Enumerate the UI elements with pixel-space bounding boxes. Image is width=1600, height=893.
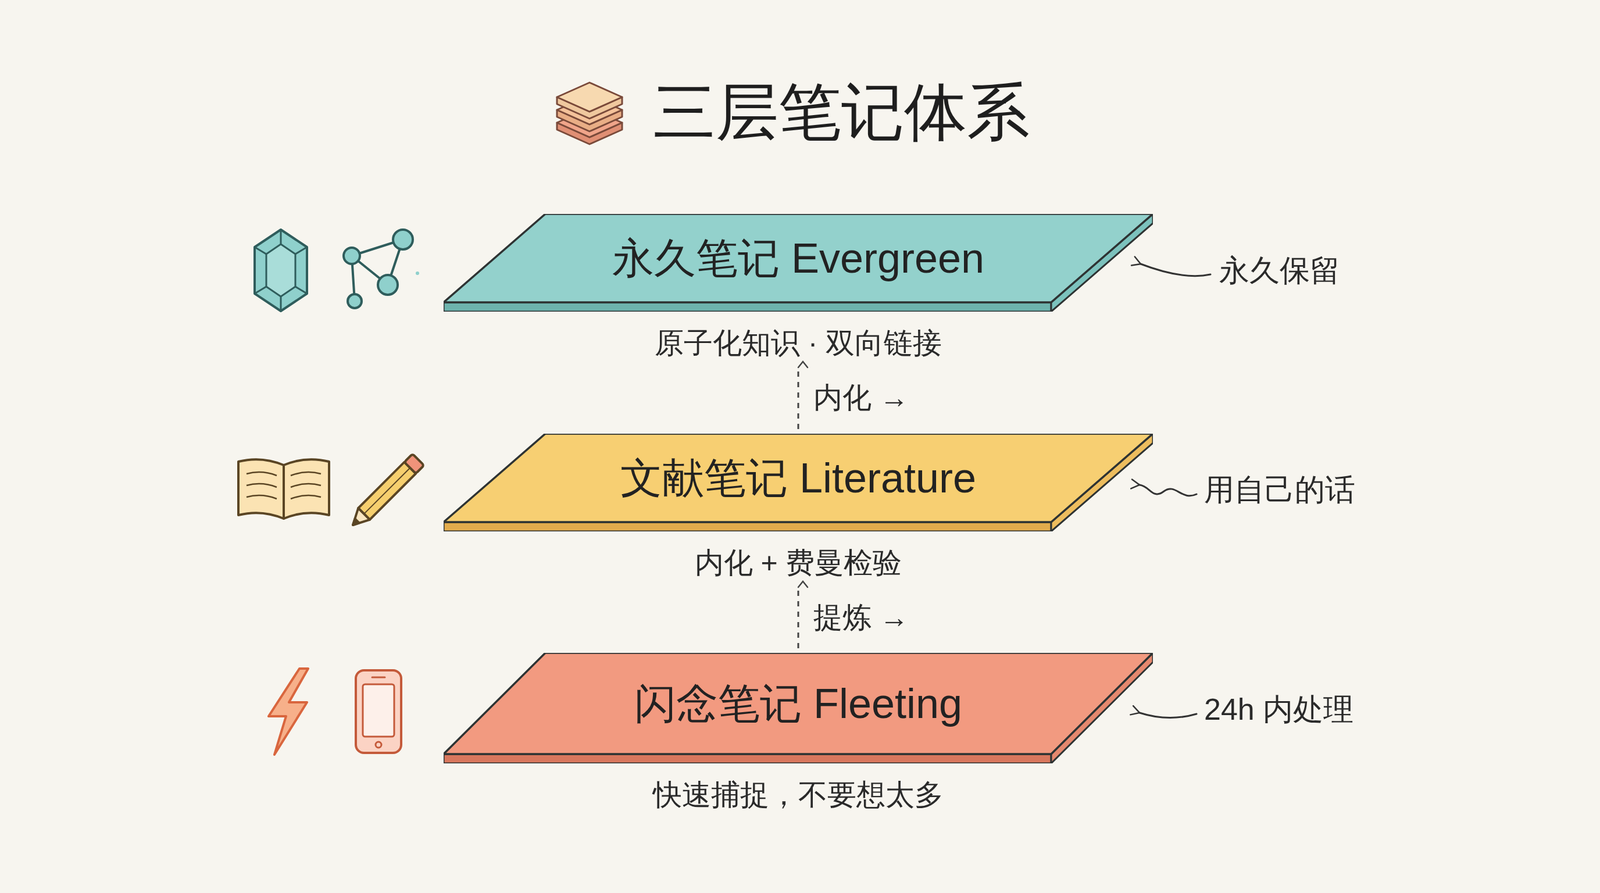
gem-icon [254, 229, 307, 312]
leader-line [1139, 712, 1197, 719]
layer-title: 文献笔记 Literature [443, 433, 1153, 503]
phone-icon [355, 670, 402, 753]
diagram-title: 三层笔记体系 [652, 74, 1030, 150]
leader-line [1140, 263, 1211, 277]
band-top [443, 213, 1153, 303]
edge-label: 内化 → [811, 380, 912, 416]
band-front [443, 754, 1052, 764]
leader-line [1139, 484, 1197, 496]
network-icon [343, 229, 420, 309]
band-front [443, 302, 1052, 312]
layer-caption: 内化 + 费曼检验 [443, 545, 1153, 581]
band-shape: 文献笔记 Literature [443, 433, 1153, 532]
layer-caption: 快速捕捉，不要想太多 [443, 777, 1153, 813]
lightning-icon [268, 668, 309, 755]
note-layer-band: 文献笔记 Literature 内化 + 费曼检验 [443, 433, 1153, 581]
band-front [443, 522, 1052, 532]
book-icon [238, 459, 330, 519]
band-top [443, 433, 1153, 523]
band-top [443, 652, 1153, 755]
note-layer-band: 闪念笔记 Fleeting 快速捕捉，不要想太多 [443, 652, 1153, 813]
side-note: 用自己的话 [1204, 471, 1356, 508]
leader-lines [1139, 263, 1211, 719]
band-shape: 闪念笔记 Fleeting [443, 652, 1153, 764]
layer-title: 闪念笔记 Fleeting [443, 652, 1153, 729]
layer-caption: 原子化知识 · 双向链接 [443, 325, 1153, 361]
stack-icon [556, 82, 623, 145]
side-note: 24h 内处理 [1204, 691, 1354, 728]
band-shape: 永久笔记 Evergreen [443, 213, 1153, 312]
side-note: 永久保留 [1219, 252, 1341, 289]
layer-title: 永久笔记 Evergreen [443, 213, 1153, 284]
dashed-arrow [797, 366, 800, 430]
note-layer-band: 永久笔记 Evergreen 原子化知识 · 双向链接 [443, 213, 1153, 361]
pencil-icon [347, 454, 424, 531]
edge-label: 提炼 → [811, 600, 912, 635]
dashed-arrow [797, 586, 800, 649]
